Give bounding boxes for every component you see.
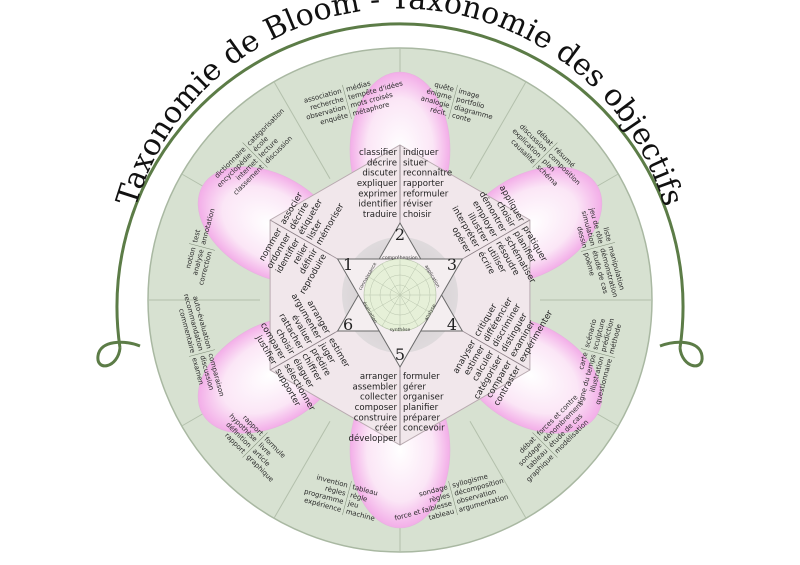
verb-item: discuter (362, 169, 397, 179)
right-curl (659, 340, 704, 368)
outer-activity-group: quêteénigmeanalogierécit.imageportfoliod… (420, 81, 494, 125)
outer-group-divider (448, 84, 458, 120)
outer-activity-item: jeu (346, 499, 359, 510)
verb-item: expliquer (357, 179, 398, 189)
verb-item: exprimer (358, 189, 397, 199)
level-number: 3 (447, 255, 457, 274)
level-label: compréhension (382, 254, 417, 261)
verb-item: préparer (403, 412, 440, 423)
title-arc (115, 22, 685, 349)
outer-group-divider (580, 242, 616, 252)
left-curl (96, 340, 141, 368)
verb-item: choisir (403, 210, 432, 220)
verb-item: gérer (403, 381, 426, 392)
verb-item: reformuler (403, 189, 449, 199)
outer-group-divider (532, 142, 558, 168)
verb-item: organiser (403, 393, 444, 403)
star-center (363, 258, 437, 332)
verb-item: collecter (360, 393, 397, 403)
outer-group-divider (342, 84, 352, 120)
verb-item: concevoir (403, 424, 445, 434)
sector-divider (469, 420, 527, 519)
sector-divider (273, 81, 331, 180)
verb-item: identifier (358, 200, 397, 210)
level-number: 5 (395, 345, 405, 364)
level-number: 1 (343, 255, 353, 274)
level-numbers: 1 2 3 4 5 6 (343, 225, 457, 364)
level-number: 6 (343, 315, 353, 334)
verb-item: créer (375, 423, 398, 434)
verb-item: construire (354, 413, 397, 423)
outer-group-divider (188, 243, 215, 251)
star-center-spoke (368, 276, 432, 314)
outer-group-divider (342, 480, 352, 516)
level-number: 2 (395, 225, 405, 244)
verb-item: rapporter (403, 179, 444, 189)
outer-group-divider (242, 432, 268, 458)
outer-activity-item: liste (601, 226, 612, 242)
level-label: synthèse (390, 326, 411, 333)
verb-group-divider (275, 222, 331, 256)
verb-item: reconnaître (403, 169, 452, 179)
verb-item: formuler (403, 372, 440, 382)
verb-item: assembler (352, 382, 397, 392)
verb-item: indiquer (403, 148, 439, 158)
outer-activity-group: associationrechercheobservationenquêtemé… (303, 79, 404, 126)
level-number: 4 (447, 315, 457, 334)
sector-divider (469, 81, 527, 180)
outer-group-divider (188, 349, 215, 357)
outer-group-divider (448, 480, 458, 516)
verb-item: planifier (403, 403, 439, 413)
outer-activity-item: test (191, 228, 202, 243)
verb-item: développer (349, 433, 398, 444)
verb-group-divider (469, 334, 525, 368)
outer-activity-group: auto-évaluationrecommandationcommentaire… (177, 293, 226, 397)
outer-group-divider (532, 432, 558, 458)
verb-item: arranger (360, 372, 398, 382)
verb-group: arrangerassemblercollectercomposerconstr… (349, 370, 445, 444)
outer-group-divider (580, 348, 616, 358)
verb-item: situer (403, 158, 428, 168)
verb-item: classifier (359, 148, 397, 158)
verb-item: décrire (367, 157, 397, 168)
verb-group-divider (270, 332, 336, 370)
verb-item: traduire (363, 210, 397, 220)
verb-group: classifierdécrirediscuterexpliquerexprim… (357, 146, 452, 220)
sector-divider (273, 420, 331, 519)
verb-item: réviser (403, 199, 433, 210)
verb-item: composer (355, 403, 398, 413)
verb-group-divider (464, 220, 530, 258)
outer-group-divider (242, 142, 268, 168)
